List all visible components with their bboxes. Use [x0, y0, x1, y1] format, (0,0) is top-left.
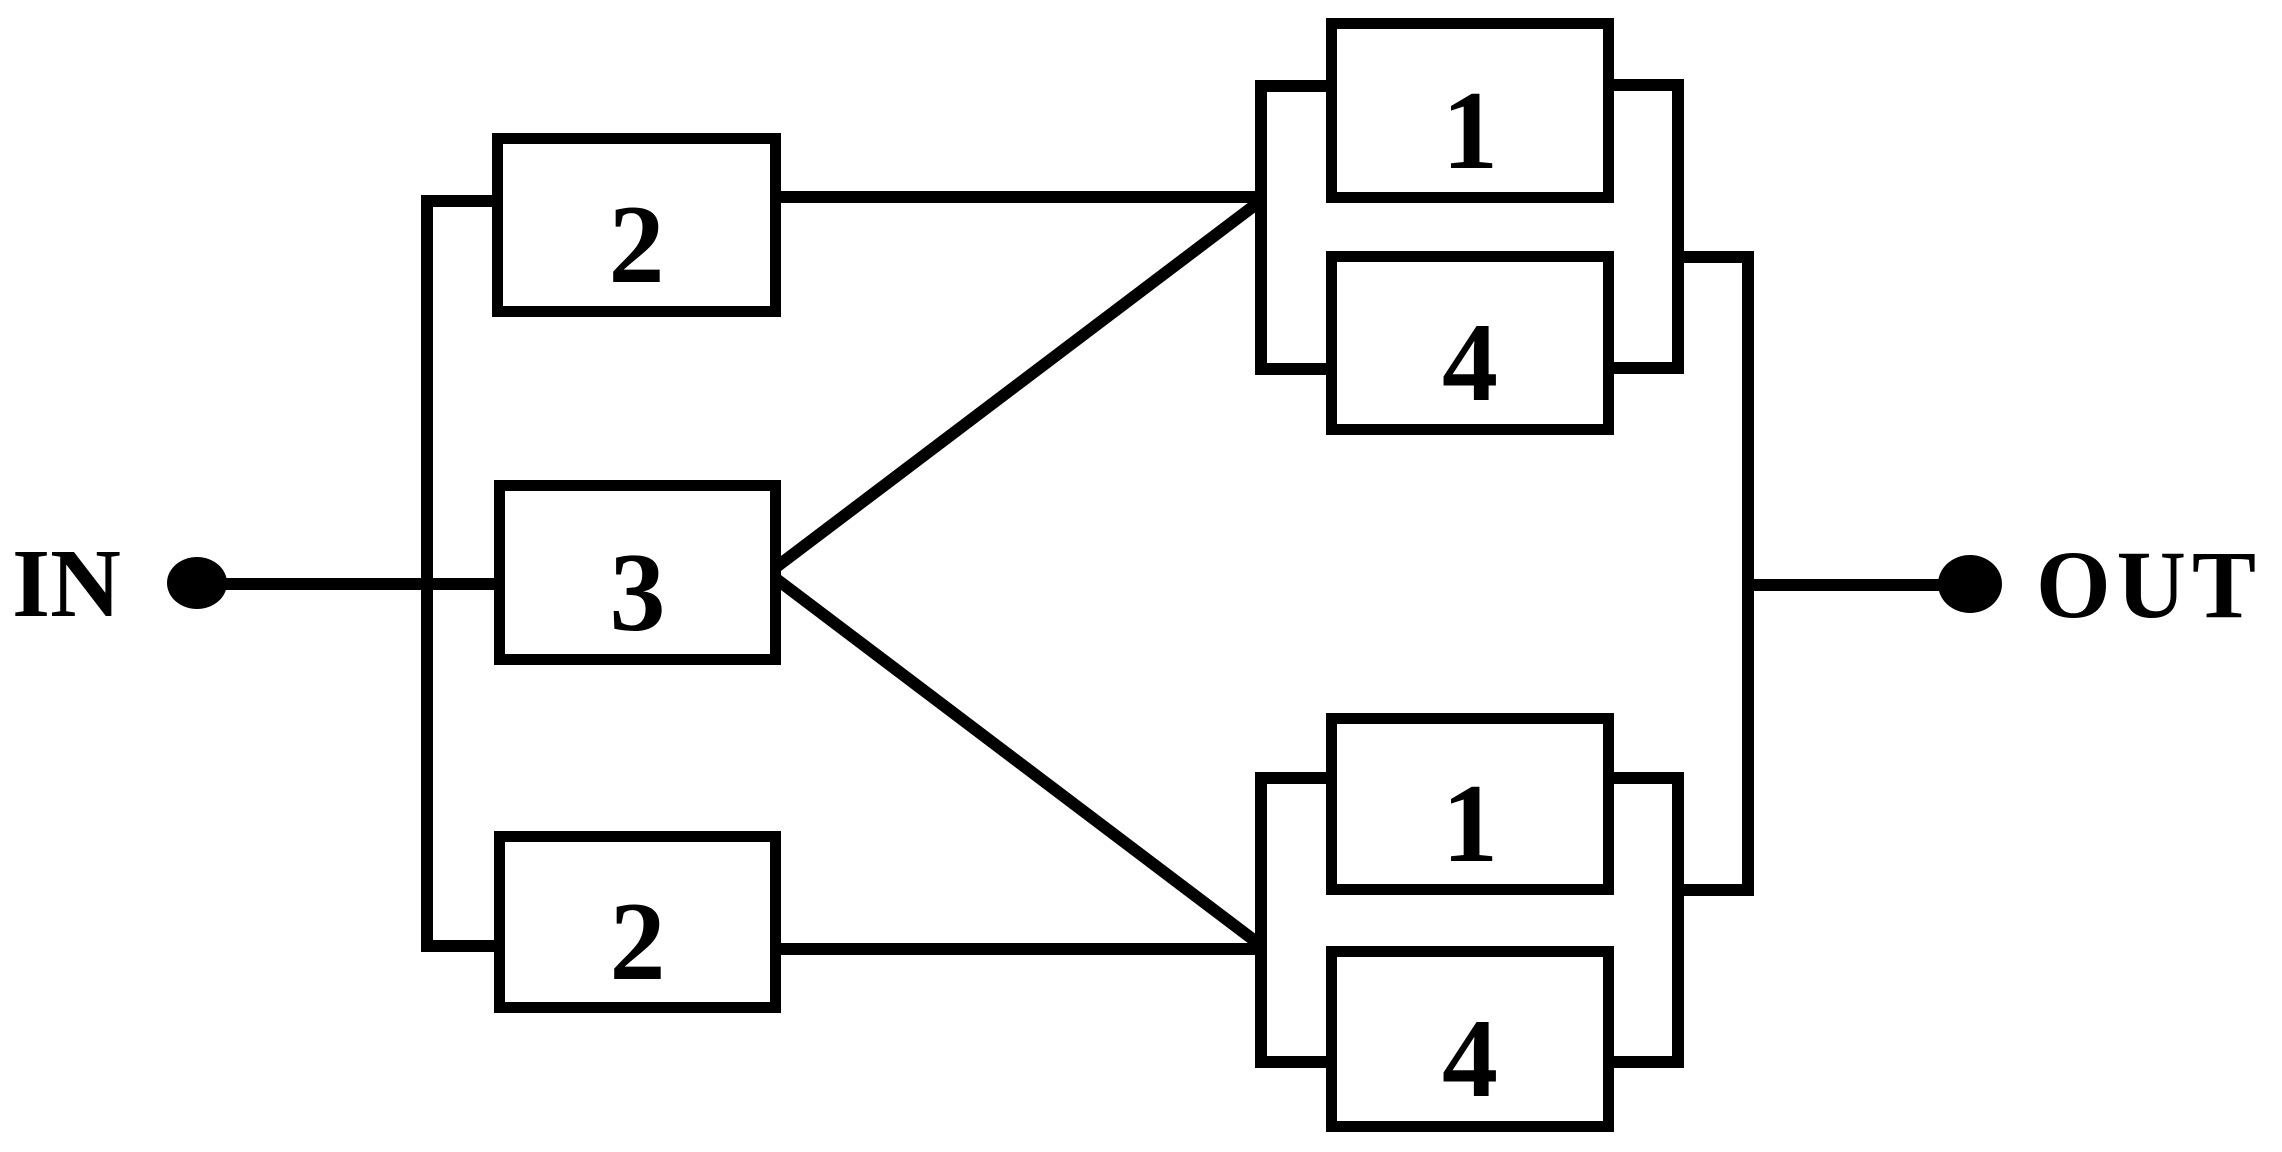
block-4-lower-label: 4: [1442, 997, 1498, 1121]
input-bus: [421, 195, 500, 952]
block-1-lower: 1: [1326, 713, 1614, 895]
block-2-top-label: 2: [608, 183, 665, 307]
in-terminal-dot: [167, 557, 227, 609]
lower-diagonal-wire: [771, 573, 1267, 952]
output-bus: [1678, 251, 1754, 896]
block-1-upper-label: 1: [1442, 68, 1498, 193]
block-3-label: 3: [609, 530, 666, 655]
lower-group-right-bus: [1610, 772, 1684, 1068]
in-label: IN: [12, 530, 121, 638]
upper-group-left-bus: [1255, 80, 1330, 375]
block-2-top: 2: [492, 133, 781, 317]
out-label: OUT: [2036, 530, 2263, 638]
block-3: 3: [494, 480, 781, 665]
block-4-lower: 4: [1326, 946, 1614, 1132]
block-2-bottom: 2: [494, 831, 781, 1013]
out-terminal-dot: [1938, 555, 2002, 613]
block-4-upper-label: 4: [1442, 301, 1498, 425]
block-2-bottom-label: 2: [609, 880, 666, 1004]
upper-group-right-bus: [1610, 79, 1684, 374]
block-4-upper: 4: [1326, 251, 1614, 435]
upper-diagonal-wire: [771, 194, 1267, 573]
block-1-upper: 1: [1326, 18, 1614, 203]
block-1-lower-label: 1: [1442, 762, 1498, 886]
lower-group-left-bus: [1255, 772, 1330, 1068]
